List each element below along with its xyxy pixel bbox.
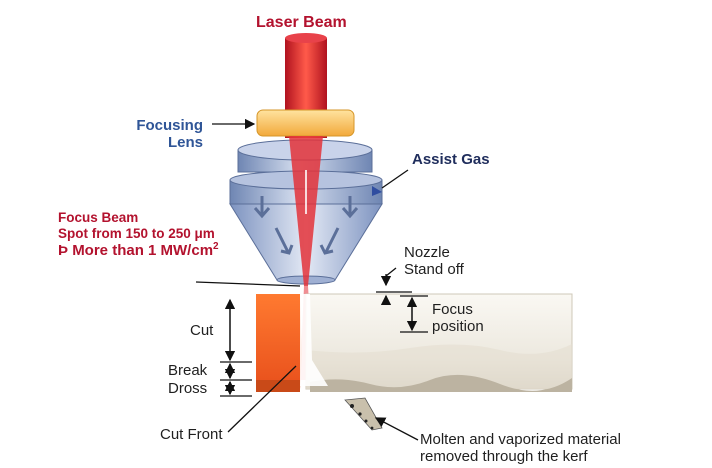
focus-beam-label-line3: Þ More than 1 MW/cm2 — [58, 241, 219, 259]
power-density-text: More than 1 MW/cm — [72, 242, 214, 260]
focus-position-label-line1: Focus — [432, 301, 473, 318]
focusing-lens-label-line2: Lens — [168, 134, 204, 152]
power-density-exponent: 2 — [213, 241, 219, 253]
workpiece-graphic — [256, 293, 573, 431]
laser-beam-label: Laser Beam — [256, 14, 347, 31]
focus-position-label-line2: position — [432, 318, 484, 336]
focus-beam-label-line1: Focus Beam — [58, 210, 139, 225]
molten-label-line1: Molten and vaporized material — [420, 431, 621, 448]
cut-front-label: Cut Front — [160, 426, 223, 443]
nozzle-label-line1: Nozzle — [404, 244, 450, 261]
nozzle-label-line2: Stand off — [404, 261, 464, 279]
annotation-lines — [195, 118, 428, 441]
focus-beam-label: Focus Beam Spot from 150 to 250 μm Þ Mor… — [58, 210, 219, 259]
focusing-lens-label-line1: Focusing — [136, 117, 204, 134]
nozzle-standoff-label: Nozzle Stand off — [404, 244, 464, 279]
break-label: Break — [168, 362, 208, 379]
molten-material-label: Molten and vaporized material removed th… — [420, 431, 621, 466]
assist-gas-label: Assist Gas — [412, 151, 490, 168]
implies-symbol: Þ — [58, 242, 69, 260]
cut-label: Cut — [190, 322, 214, 339]
focusing-lens-graphic — [256, 109, 355, 137]
focusing-lens-label: Focusing Lens — [126, 117, 203, 152]
focus-beam-label-line2: Spot from 150 to 250 μm — [58, 225, 215, 241]
focus-position-label: Focus position — [432, 301, 484, 336]
dross-label: Dross — [168, 380, 208, 397]
molten-label-line2: removed through the kerf — [420, 448, 588, 466]
